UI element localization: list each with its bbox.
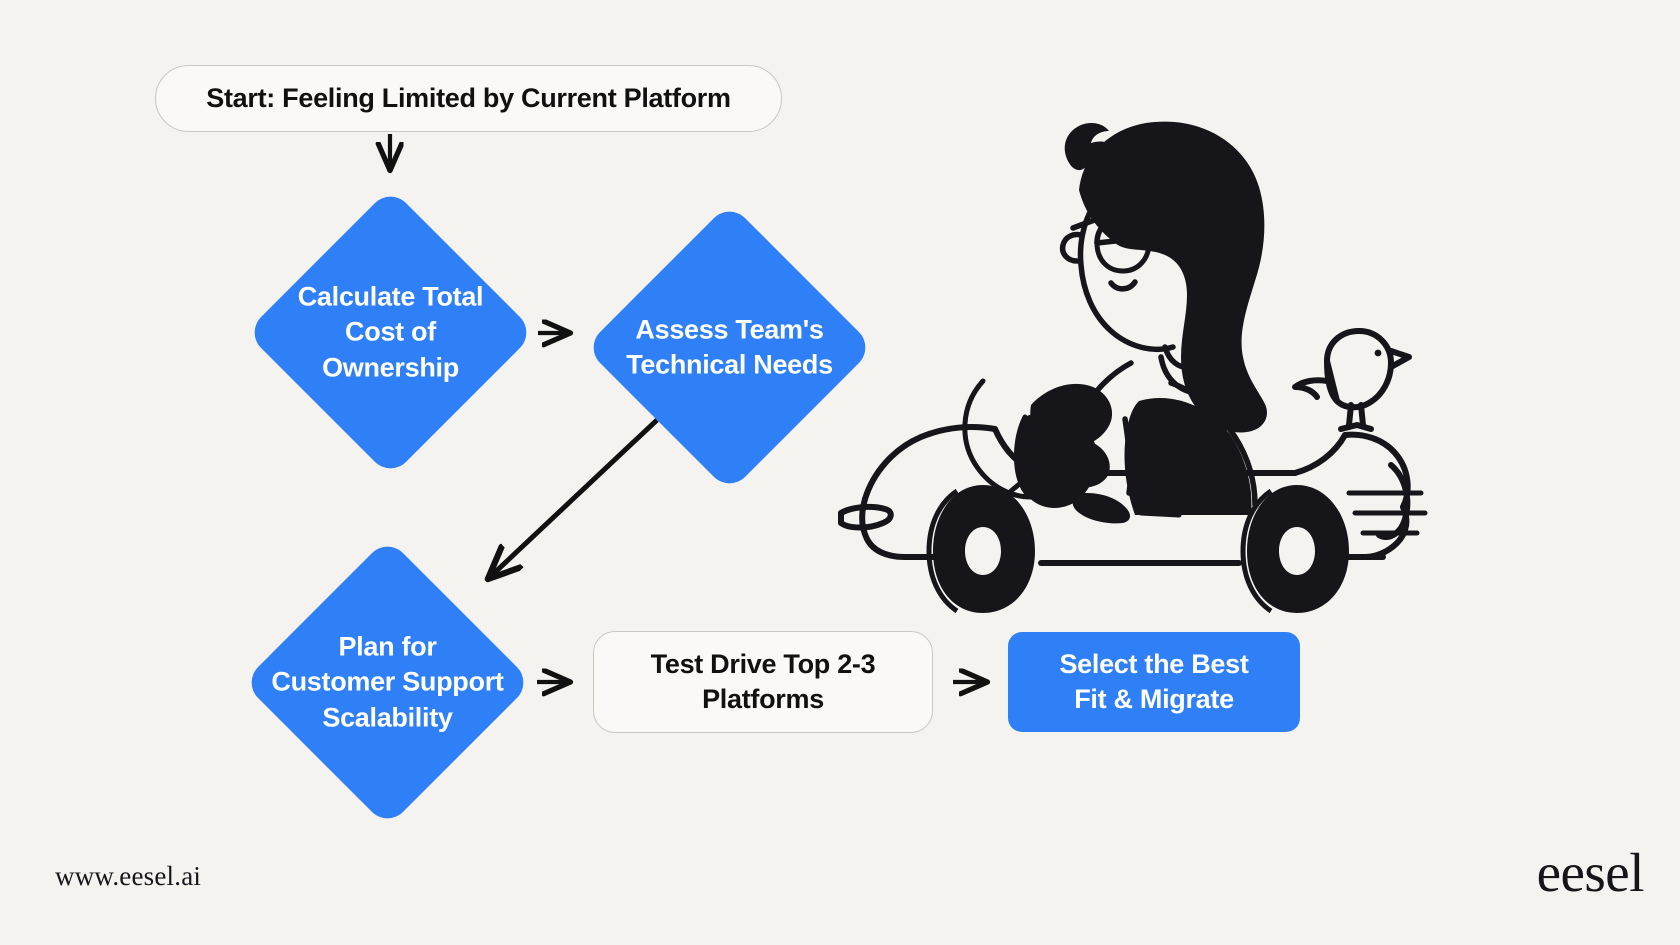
flow-node-plan-for-customer-support-scalability[interactable]: Plan for Customer Support Scalability — [242, 537, 533, 828]
diamond-shape — [245, 187, 536, 478]
diamond-shape — [242, 537, 533, 828]
bird-eye-icon — [1374, 349, 1382, 357]
flow-node-select-label: Select the Best Fit & Migrate — [1059, 649, 1249, 714]
woman-hair-icon — [1064, 121, 1267, 433]
car-rear-curl-icon — [1376, 462, 1411, 540]
car-body-icon — [838, 424, 1411, 566]
illustration-woman-driving-convertible — [838, 121, 1428, 614]
brand-logo: eesel — [1536, 842, 1645, 903]
flow-node-assess-teams-technical-needs[interactable]: Assess Team's Technical Needs — [584, 202, 875, 493]
car-wheels-icon — [926, 485, 1349, 614]
flow-node-select-the-best-fit-and-migrate[interactable]: Select the Best Fit & Migrate — [1008, 632, 1300, 732]
diamond-shape — [584, 202, 875, 493]
bird-icon — [1292, 328, 1412, 432]
flow-node-test-drive-top-platforms[interactable]: Test Drive Top 2-3 Platforms — [593, 631, 933, 733]
site-url[interactable]: www.eesel.ai — [55, 861, 202, 891]
car-door-handle-icon — [1138, 510, 1182, 518]
woman-face-icon — [1059, 204, 1176, 352]
flow-node-start-label: Start: Feeling Limited by Current Platfo… — [206, 83, 731, 113]
woman-legs-icon — [1016, 398, 1252, 524]
flow-node-start[interactable]: Start: Feeling Limited by Current Platfo… — [155, 65, 782, 132]
speed-lines-icon — [1346, 490, 1428, 536]
woman-glasses-icon — [1094, 242, 1152, 274]
flow-node-testdrive-label: Test Drive Top 2-3 Platforms — [650, 649, 876, 714]
flow-node-calculate-total-cost-of-ownership[interactable]: Calculate Total Cost of Ownership — [245, 187, 536, 478]
